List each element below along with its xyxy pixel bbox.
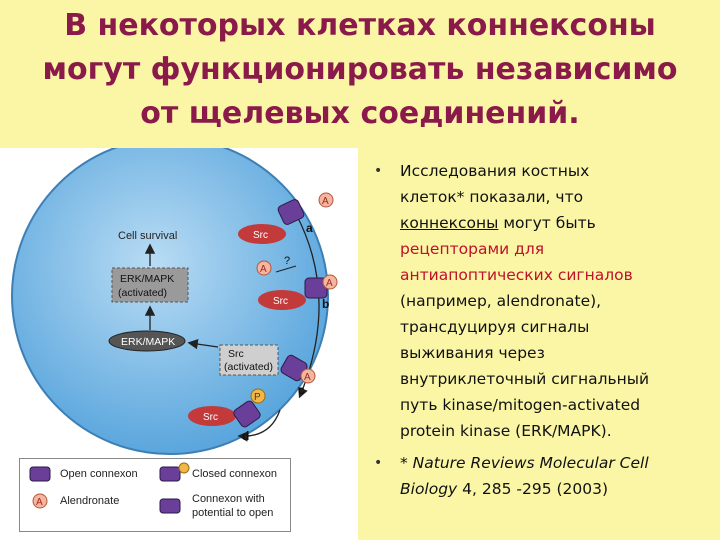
arrow-to-d [237, 409, 281, 442]
figure-legend: A Open connexon Alendronate Closed conne… [19, 458, 291, 532]
src-label-b: Src [273, 296, 288, 307]
step-label-a: a [306, 221, 313, 235]
b2-line-1: * Nature Reviews Molecular Cell [400, 454, 649, 472]
src-activated-label-2: (activated) [224, 361, 273, 373]
erk-label: ERK/MAPK [121, 336, 175, 348]
b1-line-5: антиапоптических сигналов [400, 266, 633, 284]
connexon-a-icon [277, 199, 305, 225]
erk-oval [108, 330, 186, 352]
b1-line-6: (например, alendronate), [400, 292, 602, 310]
src-label-d: Src [203, 412, 218, 423]
legend-potential-connexon-icon [159, 498, 181, 514]
src-activated-label-1: Src [228, 348, 244, 360]
alendronate-b-icon [322, 274, 338, 290]
connexon-d-icon [233, 400, 261, 428]
b2-journal: Biology [400, 480, 458, 498]
title-line-2: могут функционировать независимо [42, 52, 678, 87]
connexon-signaling-figure: Cell survival ERK/MAPK (activated) ERK/M… [0, 148, 358, 540]
legend-closed-connexon-icon [159, 466, 181, 482]
title-line-3: от щелевых соединений. [140, 96, 580, 131]
b1-line-3: коннексоны могут быть [400, 210, 715, 236]
bullet-list: • Исследования костных клеток* показали,… [370, 158, 715, 502]
b1-line-9: внутриклеточный сигнальный [400, 370, 650, 388]
b1-line-1: Исследования костных [400, 162, 590, 180]
alendronate-a-symbol: A [322, 196, 329, 207]
b2-line-2: Biology 4, 285 -295 (2003) [400, 476, 715, 502]
b1-line-4: рецепторами для [400, 240, 545, 258]
question-mark: ? [284, 255, 290, 267]
bullet-dot-2: • [374, 455, 383, 471]
b1-line-11: protein kinase (ERK/MAPK). [400, 422, 612, 440]
b1-line-3-rest: могут быть [498, 214, 596, 232]
erk-activated-label-2: (activated) [118, 287, 167, 299]
phosphate-symbol: P [254, 392, 261, 403]
src-oval-d [188, 406, 236, 426]
legend-potential-2: potential to open [192, 507, 274, 519]
alendronate-q-symbol: A [260, 264, 267, 275]
bullet-item-2: • * Nature Reviews Molecular Cell Biolog… [370, 450, 715, 502]
b1-line-7: трансдуцируя сигналы [400, 318, 590, 336]
legend-alendronate-symbol: A [36, 497, 43, 508]
phosphate-icon [250, 388, 266, 404]
step-label-b: b [322, 297, 329, 311]
legend-open-connexon: Open connexon [60, 468, 138, 480]
step-label-d: d [242, 429, 249, 443]
legend-open-connexon-icon [29, 466, 51, 482]
erk-activated-label-1: ERK/MAPK [120, 273, 174, 285]
alendronate-c-icon [300, 368, 316, 384]
legend-alendronate: Alendronate [60, 495, 120, 507]
title-line-1: В некоторых клетках коннексоны [64, 8, 656, 43]
step-label-c: c [298, 383, 305, 397]
b2-rest: 4, 285 -295 (2003) [457, 480, 609, 498]
alendronate-q-icon [256, 260, 272, 276]
legend-potential-1: Connexon with [192, 493, 265, 505]
bullet-dot-1: • [374, 163, 383, 179]
src-oval-b [258, 290, 306, 310]
b1-connexons-term: коннексоны [400, 214, 499, 232]
slide-title: В некоторых клетках коннексоны могут фун… [0, 4, 720, 136]
legend-phosphate-icon [178, 462, 190, 474]
alendronate-c-symbol: A [304, 372, 311, 383]
b1-line-8: выживания через [400, 344, 545, 362]
question-line [275, 265, 297, 273]
b1-line-2: клеток* показали, что [400, 188, 584, 206]
cell-diagram: Cell survival ERK/MAPK (activated) ERK/M… [11, 148, 338, 455]
arrow-src-to-erk [187, 338, 219, 350]
legend-alendronate-icon [32, 493, 48, 509]
bullet-item-1: • Исследования костных клеток* показали,… [370, 158, 715, 444]
legend-closed-connexon: Closed connexon [192, 468, 278, 480]
src-label-a: Src [253, 230, 268, 241]
legend-icons: A [29, 462, 190, 514]
alendronate-b-symbol: A [326, 278, 333, 289]
src-oval-a [238, 224, 286, 244]
erk-activated-box [111, 267, 189, 303]
b1-line-10: путь kinase/mitogen-activated [400, 396, 641, 414]
alendronate-a-icon [318, 192, 334, 208]
src-activated-box [219, 344, 279, 376]
cell-survival-label: Cell survival [118, 230, 177, 242]
